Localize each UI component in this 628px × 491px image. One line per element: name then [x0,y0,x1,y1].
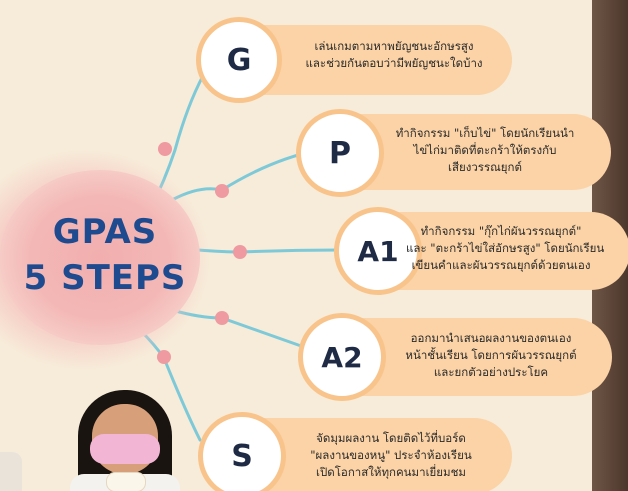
step-a1-line1: ทำกิจกรรม "กุ๊กไก่ผันวรรณยุกต์" [420,224,582,238]
step-a2-ring [298,313,386,401]
hub-circle [0,170,200,345]
step-p-letter: P [311,124,369,182]
step-a1-description: ทำกิจกรรม "กุ๊กไก่ผันวรรณยุกต์" และ "ตะก… [406,223,605,274]
step-g-letter: G [210,31,268,89]
step-g-line2: และช่วยกันตอบว่ามีพยัญชนะใดบ้าง [305,56,483,70]
node-dot-s [157,350,171,364]
step-s-line2: "ผลงานของหนู" ประจำห้องเรียน [310,448,472,462]
node-dot-a1 [233,245,247,259]
step-a1-letter: A1 [349,222,407,280]
step-a2-description: ออกมานำเสนอผลงานของตนเอง หน้าชั้นเรียน โ… [386,330,596,381]
step-s-letter: S [213,427,271,485]
step-a1-line3: เขียนคำและผันวรรณยุกต์ด้วยตนเอง [411,258,591,272]
step-a2-letter: A2 [313,328,371,386]
connector-a2 [170,308,320,354]
hub-title-line1: GPAS [52,212,158,252]
step-p-ring [296,109,384,197]
step-s-line1: จัดมุมผลงาน โดยติดไว้ที่บอร์ด [316,431,466,445]
step-p-line1: ทำกิจกรรม "เก็บไข่" โดยนักเรียนนำ [395,126,575,140]
step-p-description: ทำกิจกรรม "เก็บไข่" โดยนักเรียนนำ ไข่ไก่… [385,125,585,176]
node-dot-p [215,184,229,198]
student-photo [70,382,180,491]
step-a2-line2: หน้าชั้นเรียน โดยการผันวรรณยุกต์ [405,348,577,362]
flower-ornament [106,472,146,491]
step-a1-line2: และ "ตะกร้าไข่ใส่อักษรสูง" โดยนักเรียน [406,241,605,255]
step-a2-line3: และยกตัวอย่างประโยค [433,365,549,379]
student-photo-edge [0,452,22,491]
step-s-line3: เปิดโอกาสให้ทุกคนมาเยี่ยมชม [316,465,466,479]
step-p-line2: ไข่ไก่มาติดที่ตะกร้าให้ตรงกับ [413,143,557,157]
step-s-description: จัดมุมผลงาน โดยติดไว้ที่บอร์ด "ผลงานของห… [286,430,496,481]
node-dot-g [158,142,172,156]
step-g-description: เล่นเกมตามหาพยัญชนะอักษรสูง และช่วยกันตอ… [284,38,504,72]
node-dot-a2 [215,311,229,325]
step-a2-line1: ออกมานำเสนอผลงานของตนเอง [410,331,572,345]
hub-title-line2: 5 STEPS [23,258,187,298]
connector-a1 [196,248,342,254]
step-p-line3: เสียงวรรณยุกต์ [448,160,522,174]
step-g-line1: เล่นเกมตามหาพยัญชนะอักษรสูง [314,39,474,53]
face-mask [90,434,160,464]
